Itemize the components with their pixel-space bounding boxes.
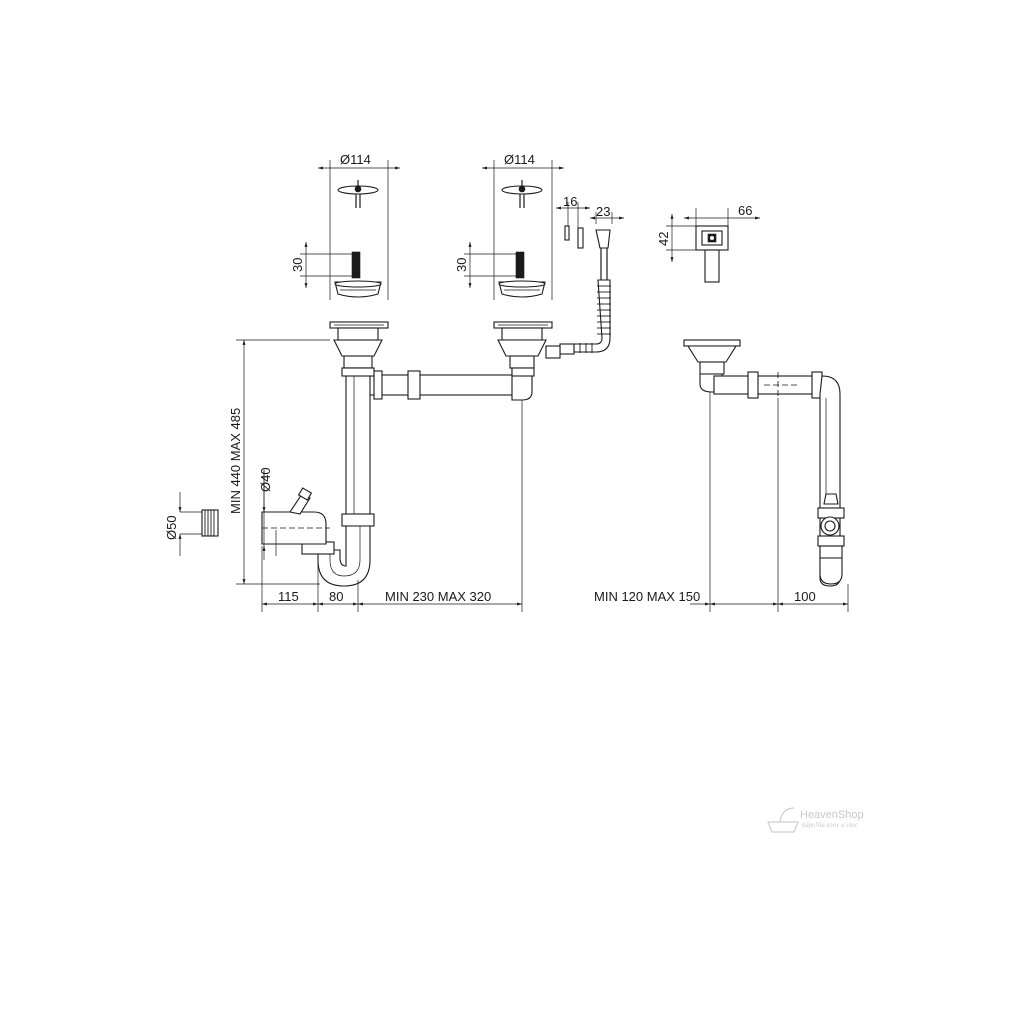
siphon-front-view — [236, 321, 561, 612]
dim-overflow-head-height: 42 — [656, 232, 671, 246]
strainer-detail-right — [464, 160, 564, 300]
dim-strainer-right-diameter: Ø114 — [504, 152, 535, 167]
strainer-detail-left — [300, 160, 400, 300]
siphon-side-view — [683, 339, 849, 612]
dim-offset-80: 80 — [329, 589, 343, 604]
overflow-detail — [556, 202, 624, 355]
dim-strainer-left-diameter: Ø114 — [340, 152, 371, 167]
dim-offset-115: 115 — [278, 589, 299, 604]
dim-overflow-width: 16 — [563, 194, 577, 209]
dim-strainer-left-depth: 30 — [290, 258, 305, 272]
dim-side-offset: 100 — [794, 589, 816, 604]
watermark-tagline: kúpeľňa snov a viac — [802, 821, 859, 829]
dim-strainer-right-depth: 30 — [454, 258, 469, 272]
watermark-logo: HeavenShop kúpeľňa snov a viac — [767, 807, 864, 833]
dim-outlet-diameter: Ø50 — [164, 515, 179, 540]
dim-inlet-diameter: Ø40 — [258, 467, 273, 492]
dim-overflow-head-width: 66 — [738, 203, 752, 218]
watermark-brand: HeavenShop — [800, 809, 864, 821]
dim-bowl-spacing: MIN 230 MAX 320 — [385, 589, 491, 604]
overflow-head-detail — [666, 208, 760, 283]
dim-height-range: MIN 440 MAX 485 — [228, 408, 243, 514]
dim-side-range: MIN 120 MAX 150 — [594, 589, 700, 604]
outlet-thread-detail — [178, 492, 219, 556]
dim-overflow-hose-width: 23 — [596, 204, 610, 219]
bottom-dimensions — [261, 546, 522, 612]
height-dimension — [236, 340, 320, 585]
